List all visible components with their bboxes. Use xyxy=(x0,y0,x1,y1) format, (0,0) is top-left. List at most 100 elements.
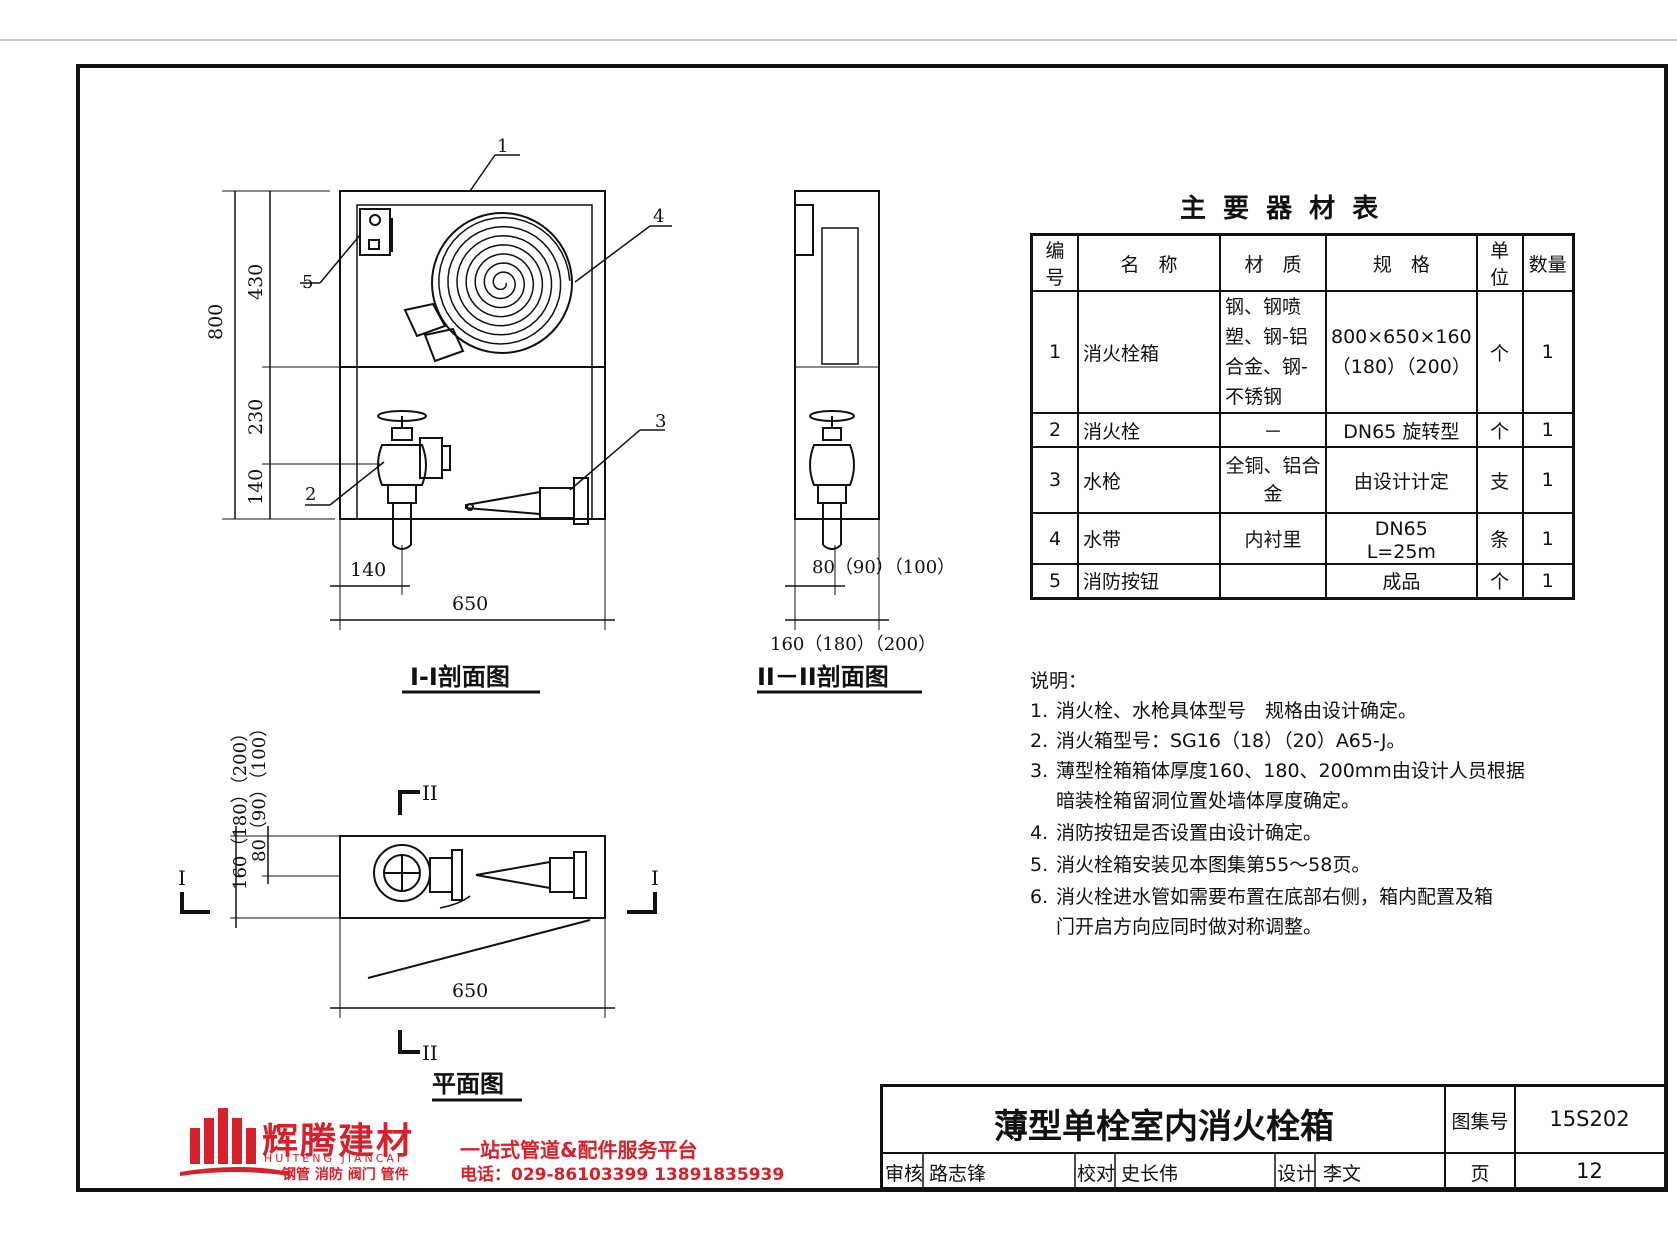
page-label: 页 xyxy=(1470,1163,1490,1185)
cell-unit: 支 xyxy=(1475,446,1524,514)
dim-80-90-100: 80（90）（100） xyxy=(812,557,955,578)
dim-650: 650 xyxy=(452,593,488,615)
col-header-spec: 规 格 xyxy=(1325,233,1478,292)
plan-dim-offset: 80（90）（100） xyxy=(249,719,270,862)
notes-heading: 说明： xyxy=(1030,670,1088,692)
cut-mark-I-left: I xyxy=(178,866,186,890)
brand-name: 辉腾建材 xyxy=(262,1121,415,1162)
checker-name: 史长伟 xyxy=(1121,1163,1179,1185)
callout-3: 3 xyxy=(655,411,666,432)
cell-name: 消火栓箱 xyxy=(1077,290,1221,414)
cut-mark-II-top: II xyxy=(422,781,438,805)
cell-qty: 1 xyxy=(1521,446,1575,514)
note-item: 4. 消防按钮是否设置由设计确定。 xyxy=(1030,822,1322,844)
dim-230: 230 xyxy=(245,399,267,435)
cell-unit: 个 xyxy=(1475,563,1524,599)
cell-no: 5 xyxy=(1030,563,1079,599)
note-num: 4. xyxy=(1030,822,1049,844)
note-item: 5.消火栓箱安装见本图集第55～58页。 xyxy=(1030,854,1370,876)
note-text: 消防按钮是否设置由设计确定。 xyxy=(1056,822,1323,844)
cell-no: 1 xyxy=(1030,290,1079,414)
plan-dim-650: 650 xyxy=(452,980,488,1002)
dim-160-180-200: 160（180）（200） xyxy=(770,634,936,655)
col-header-material: 材 质 xyxy=(1219,233,1327,292)
cut-mark-II-bottom: II xyxy=(422,1041,438,1065)
hose-reel xyxy=(431,212,573,354)
note-text: 消火箱型号：SG16（18）（20）A65-J。 xyxy=(1056,730,1406,752)
note-num: 1. xyxy=(1030,700,1049,722)
cell-material: 钢、钢喷塑、钢-铝合金、钢-不锈钢 xyxy=(1219,290,1327,414)
cell-name: 水带 xyxy=(1077,512,1221,565)
section-1-title: I-I剖面图 xyxy=(410,663,510,691)
dim-800: 800 xyxy=(205,304,227,340)
callout-4: 4 xyxy=(653,206,664,227)
atlas-label: 图集号 xyxy=(1451,1111,1509,1133)
cell-no: 2 xyxy=(1030,412,1079,448)
plan-title: 平面图 xyxy=(432,1070,504,1098)
brand-name-en: HUITENG JIANCAI xyxy=(264,1152,404,1165)
note-item: 1. 消火栓、水枪具体型号 规格由设计确定。 xyxy=(1030,700,1417,722)
sheet-border xyxy=(76,64,1668,1192)
note-text: 消火栓、水枪具体型号 规格由设计确定。 xyxy=(1056,700,1418,722)
dim-140-v: 140 xyxy=(245,469,267,505)
plan-view xyxy=(180,790,657,1054)
table-row: 5 消防按钮 成品 个 1 xyxy=(1030,563,1575,599)
dim-430: 430 xyxy=(245,264,267,300)
title-block-grid xyxy=(883,1087,1664,1187)
cell-name: 消火栓 xyxy=(1077,412,1221,448)
note-num: 5. xyxy=(1030,854,1049,876)
note-num: 2. xyxy=(1030,730,1049,752)
brand-phone: 电话：029-86103399 13891835939 xyxy=(460,1165,785,1185)
callout-1: 1 xyxy=(497,136,508,157)
brand-logo-mark xyxy=(180,1108,290,1176)
col-header-unit: 单位 xyxy=(1475,233,1524,292)
cell-no: 4 xyxy=(1030,512,1079,565)
table-row: 1 消火栓箱 钢、钢喷塑、钢-铝合金、钢-不锈钢 800×650×160（180… xyxy=(1030,290,1575,414)
atlas-number: 15S202 xyxy=(1549,1107,1630,1131)
cell-unit: 条 xyxy=(1475,512,1524,565)
section-1-1-view xyxy=(222,154,672,630)
note-num: 6. xyxy=(1030,886,1049,908)
dim-140-h: 140 xyxy=(350,559,386,581)
design-label: 设计 xyxy=(1277,1163,1316,1185)
brand-products: 钢管 消防 阀门 管件 xyxy=(282,1167,409,1183)
cell-material: 全铜、铝合金 xyxy=(1219,446,1327,514)
review-label: 审核 xyxy=(885,1163,924,1185)
note-text: 薄型栓箱箱体厚度160、180、200mm由设计人员根据 xyxy=(1056,760,1525,782)
callout-2: 2 xyxy=(305,484,316,505)
cell-qty: 1 xyxy=(1521,512,1575,565)
fire-button-box xyxy=(359,208,391,256)
table-row: 3 水枪 全铜、铝合金 由设计计定 支 1 xyxy=(1030,446,1575,514)
cell-name: 水枪 xyxy=(1077,446,1221,514)
reviewer-name: 路志锋 xyxy=(929,1163,987,1185)
title-block: 薄型单栓室内消火栓箱 图集号 15S202 审核 路志锋 校对 史长伟 设计 李… xyxy=(880,1084,1667,1190)
note-text: 消火栓进水管如需要布置在底部右侧，箱内配置及箱 xyxy=(1056,886,1494,908)
cell-unit: 个 xyxy=(1475,412,1524,448)
cell-spec: 800×650×160（180）（200） xyxy=(1325,290,1478,414)
cell-name: 消防按钮 xyxy=(1077,563,1221,599)
table-row: 4 水带 内衬里 DN65 L=25m 条 1 xyxy=(1030,512,1575,565)
drawing-title: 薄型单栓室内消火栓箱 xyxy=(994,1107,1334,1147)
note-continuation: 暗装栓箱留洞位置处墙体厚度确定。 xyxy=(1056,790,1361,812)
note-num: 3. xyxy=(1030,760,1049,782)
section-2-title: II－II剖面图 xyxy=(757,663,889,691)
table-row: 2 消火栓 － DN65 旋转型 个 1 xyxy=(1030,412,1575,448)
brand-tagline: 一站式管道&配件服务平台 xyxy=(460,1138,698,1162)
cell-material xyxy=(1219,563,1327,599)
plan-dim-depth: 160（180）（200） xyxy=(230,724,251,890)
hydrant-valve xyxy=(377,410,451,550)
col-header-qty: 数量 xyxy=(1521,233,1575,292)
cell-no: 3 xyxy=(1030,446,1079,514)
nozzle xyxy=(465,477,589,525)
cell-spec: DN65 L=25m xyxy=(1325,512,1478,565)
cell-qty: 1 xyxy=(1521,290,1575,414)
page-number: 12 xyxy=(1576,1159,1603,1183)
note-item: 6.消火栓进水管如需要布置在底部右侧，箱内配置及箱门开启方向应同时做对称调整。 xyxy=(1030,886,1493,938)
cell-spec: DN65 旋转型 xyxy=(1325,412,1478,448)
check-label: 校对 xyxy=(1077,1163,1116,1185)
cell-material: － xyxy=(1219,412,1327,448)
note-item: 3. 薄型栓箱箱体厚度160、180、200mm由设计人员根据暗装栓箱留洞位置处墙… xyxy=(1030,760,1525,812)
designer-name: 李文 xyxy=(1323,1163,1362,1185)
cell-spec: 成品 xyxy=(1325,563,1478,599)
